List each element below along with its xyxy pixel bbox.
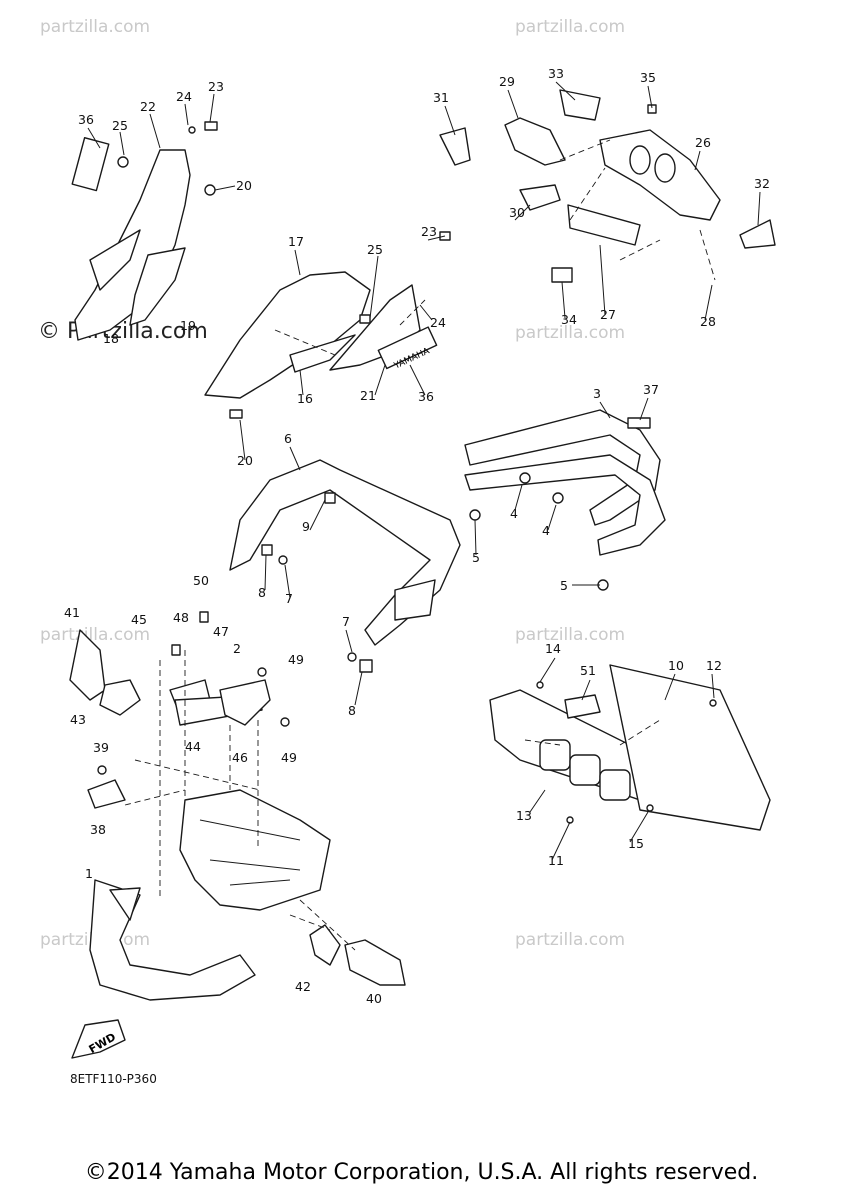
callout-number: 15	[628, 836, 644, 851]
watermark: partzilla.com	[515, 625, 625, 645]
callout-number: 4	[542, 523, 550, 538]
callout-number: 6	[284, 431, 292, 446]
callout-number: 40	[366, 991, 382, 1006]
callout-number: 8	[348, 703, 356, 718]
callout-number: 43	[70, 712, 86, 727]
front-bumper-group	[89, 879, 256, 1001]
callout-number: 29	[499, 74, 515, 89]
callout-number: 23	[421, 224, 437, 239]
watermark: partzilla.com	[515, 930, 625, 950]
front-bracket-group	[69, 611, 290, 809]
callout-number: 5	[560, 578, 568, 593]
copyright-notice: ©2014 Yamaha Motor Corporation, U.S.A. A…	[84, 1160, 759, 1185]
callout-number: 16	[297, 391, 313, 406]
diagram-code: 8ETF110-P360	[70, 1072, 157, 1086]
callout-number: 42	[295, 979, 311, 994]
callout-number: 49	[281, 750, 297, 765]
callout-number: 26	[695, 135, 711, 150]
callout-number: 48	[173, 610, 189, 625]
fwd-arrow: FWD	[71, 1019, 126, 1059]
lower-cowl-group	[229, 459, 461, 673]
watermark: partzilla.com	[515, 323, 625, 343]
callout-number: 5	[472, 550, 480, 565]
callout-number: 24	[176, 89, 192, 104]
callouts: 1 2 3 4 4 5 5 5 6 7 7 8 8 9 10 11 12 13 …	[64, 66, 770, 1006]
callout-number: 27	[600, 307, 616, 322]
callout-number: 36	[78, 112, 94, 127]
callout-number: 50	[193, 573, 209, 588]
callout-number: 49	[288, 652, 304, 667]
callout-number: 9	[302, 519, 310, 534]
callout-number: 23	[208, 79, 224, 94]
callout-number: 47	[213, 624, 229, 639]
callout-number: 1	[85, 866, 93, 881]
callout-number: 45	[131, 612, 147, 627]
watermarks: partzilla.com partzilla.com partzilla.co…	[38, 17, 625, 950]
watermark: partzilla.com	[515, 17, 625, 37]
callout-number: 51	[580, 663, 596, 678]
callout-number: 11	[548, 853, 564, 868]
watermark: partzilla.com	[40, 625, 150, 645]
watermark-main: © Partzilla.com	[38, 319, 208, 344]
callout-number: 39	[93, 740, 109, 755]
callout-number: 19	[180, 318, 196, 333]
callout-number: 31	[433, 90, 449, 105]
callout-number: 18	[103, 331, 119, 346]
callout-number: 41	[64, 605, 80, 620]
callout-number: 33	[548, 66, 564, 81]
leader-lines	[124, 139, 716, 951]
intake-group	[309, 924, 406, 986]
frame-rails-group	[464, 409, 666, 591]
callout-number: 7	[285, 591, 293, 606]
callout-leaders	[87, 81, 761, 861]
callout-number: 7	[342, 614, 350, 629]
meter-cover-group	[439, 89, 776, 283]
callout-number: 20	[236, 178, 252, 193]
callout-number: 35	[640, 70, 656, 85]
hood-left-group	[71, 121, 218, 341]
callout-number: 44	[185, 739, 201, 754]
callout-number: 3	[593, 386, 601, 401]
callout-number: 20	[237, 453, 253, 468]
callout-number: 22	[140, 99, 156, 114]
callout-number: 24	[430, 315, 446, 330]
callout-number: 37	[643, 382, 659, 397]
hood-center-group: YAMAHA	[204, 231, 451, 419]
callout-number: 14	[545, 641, 561, 656]
callout-number: 13	[516, 808, 532, 823]
callout-number: 46	[232, 750, 248, 765]
callout-number: 10	[668, 658, 684, 673]
callout-number: 25	[367, 242, 383, 257]
callout-number: 38	[90, 822, 106, 837]
callout-number: 8	[258, 585, 266, 600]
callout-number: 17	[288, 234, 304, 249]
watermark: partzilla.com	[40, 17, 150, 37]
callout-number: 36	[418, 389, 434, 404]
callout-number: 25	[112, 118, 128, 133]
callout-number: 32	[754, 176, 770, 191]
callout-number: 2	[233, 641, 241, 656]
heat-exchanger-group	[489, 664, 771, 831]
callout-number: 21	[360, 388, 376, 403]
callout-number: 30	[509, 205, 525, 220]
callout-number: 28	[700, 314, 716, 329]
chassis-sketch	[179, 789, 331, 911]
callout-number: 12	[706, 658, 722, 673]
callout-number: 34	[561, 312, 577, 327]
callout-number: 4	[510, 506, 518, 521]
